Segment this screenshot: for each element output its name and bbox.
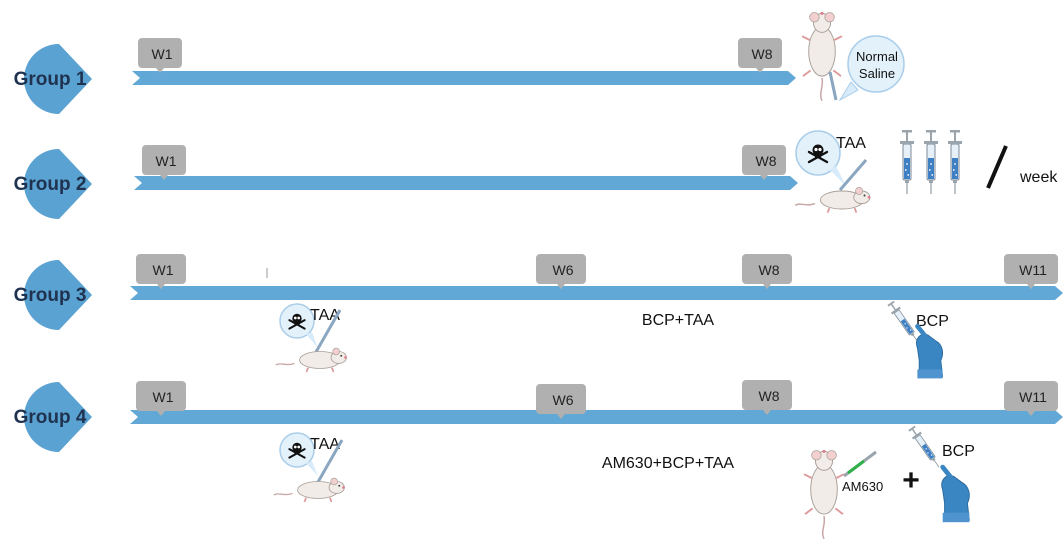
gloved-hand-icon: [916, 326, 942, 378]
week-tag: W1: [136, 381, 186, 416]
syringe-icon: [923, 129, 939, 195]
taa-label: TAA: [310, 436, 340, 453]
taa-bubble: [279, 432, 318, 476]
group-4-label: Group 4: [14, 407, 87, 428]
timeline-bar-1: [132, 71, 796, 85]
mouse-icon: [274, 347, 348, 373]
svg-text:W11: W11: [1019, 389, 1047, 405]
normal-saline-bubble: Normal Saline: [838, 35, 905, 102]
svg-text:W8: W8: [759, 262, 780, 278]
syringe-icon: [847, 459, 865, 475]
svg-text:W1: W1: [153, 389, 174, 405]
svg-text:W8: W8: [759, 388, 780, 404]
syringe-icon: [899, 129, 915, 195]
group-2-label: Group 2: [14, 174, 87, 195]
bcp-label: BCP: [942, 443, 975, 460]
taa-bubble: [279, 303, 318, 348]
svg-text:W6: W6: [553, 392, 574, 408]
timeline-bar-3: [130, 286, 1063, 300]
treatment-label: AM630+BCP+TAA: [602, 455, 735, 472]
svg-text:W1: W1: [153, 262, 174, 278]
svg-text:W1: W1: [152, 46, 173, 62]
week-tag: W8: [742, 145, 786, 180]
week-tag: W8: [742, 380, 792, 415]
svg-text:W6: W6: [553, 262, 574, 278]
timeline-bar-4: [130, 410, 1063, 424]
taa-bubble: [795, 130, 846, 186]
am630-label: AM630: [842, 479, 883, 494]
bcp-label: BCP: [916, 313, 949, 330]
syringe-icon: [947, 129, 963, 195]
per-week-label: week: [1019, 169, 1058, 186]
group-4-marker: Group 4: [14, 382, 92, 452]
syringe-icon: [316, 439, 344, 483]
group-2-marker: Group 2: [14, 149, 92, 219]
week-tag: W11: [1004, 254, 1058, 289]
week-tag: W11: [1004, 381, 1058, 416]
per-slash: [986, 145, 1008, 189]
mouse-icon: [272, 477, 346, 503]
mouse-icon: [801, 10, 843, 102]
group-1-marker: Group 1: [14, 43, 92, 114]
svg-text:Normal: Normal: [856, 49, 898, 64]
svg-text:W1: W1: [156, 153, 177, 169]
week-tag: W8: [742, 254, 792, 289]
timeline-bar-2: [134, 176, 798, 190]
group-1-label: Group 1: [14, 69, 87, 90]
plus-sign: +: [902, 464, 920, 497]
svg-text:Saline: Saline: [859, 66, 895, 81]
mouse-icon: [794, 186, 872, 214]
mouse-icon: [803, 448, 845, 540]
syringe-icon: [838, 159, 868, 191]
week-tag: W1: [136, 254, 186, 289]
week-tag: W6: [536, 254, 586, 289]
taa-label: TAA: [310, 307, 340, 324]
week-tag: W8: [738, 38, 782, 73]
taa-label: TAA: [836, 135, 866, 152]
svg-text:W11: W11: [1019, 262, 1047, 278]
needle-icon: [828, 71, 838, 101]
gloved-hand-icon: [942, 467, 970, 522]
group-3-marker: Group 3: [14, 260, 92, 330]
week-tag: W1: [138, 38, 182, 73]
treatment-label: BCP+TAA: [642, 312, 715, 329]
week-tag: W1: [142, 145, 186, 180]
syringe-icon: [314, 309, 342, 353]
week-tag: W6: [536, 384, 586, 419]
svg-text:W8: W8: [752, 46, 773, 62]
group-3-label: Group 3: [14, 285, 87, 306]
svg-text:W8: W8: [756, 153, 777, 169]
